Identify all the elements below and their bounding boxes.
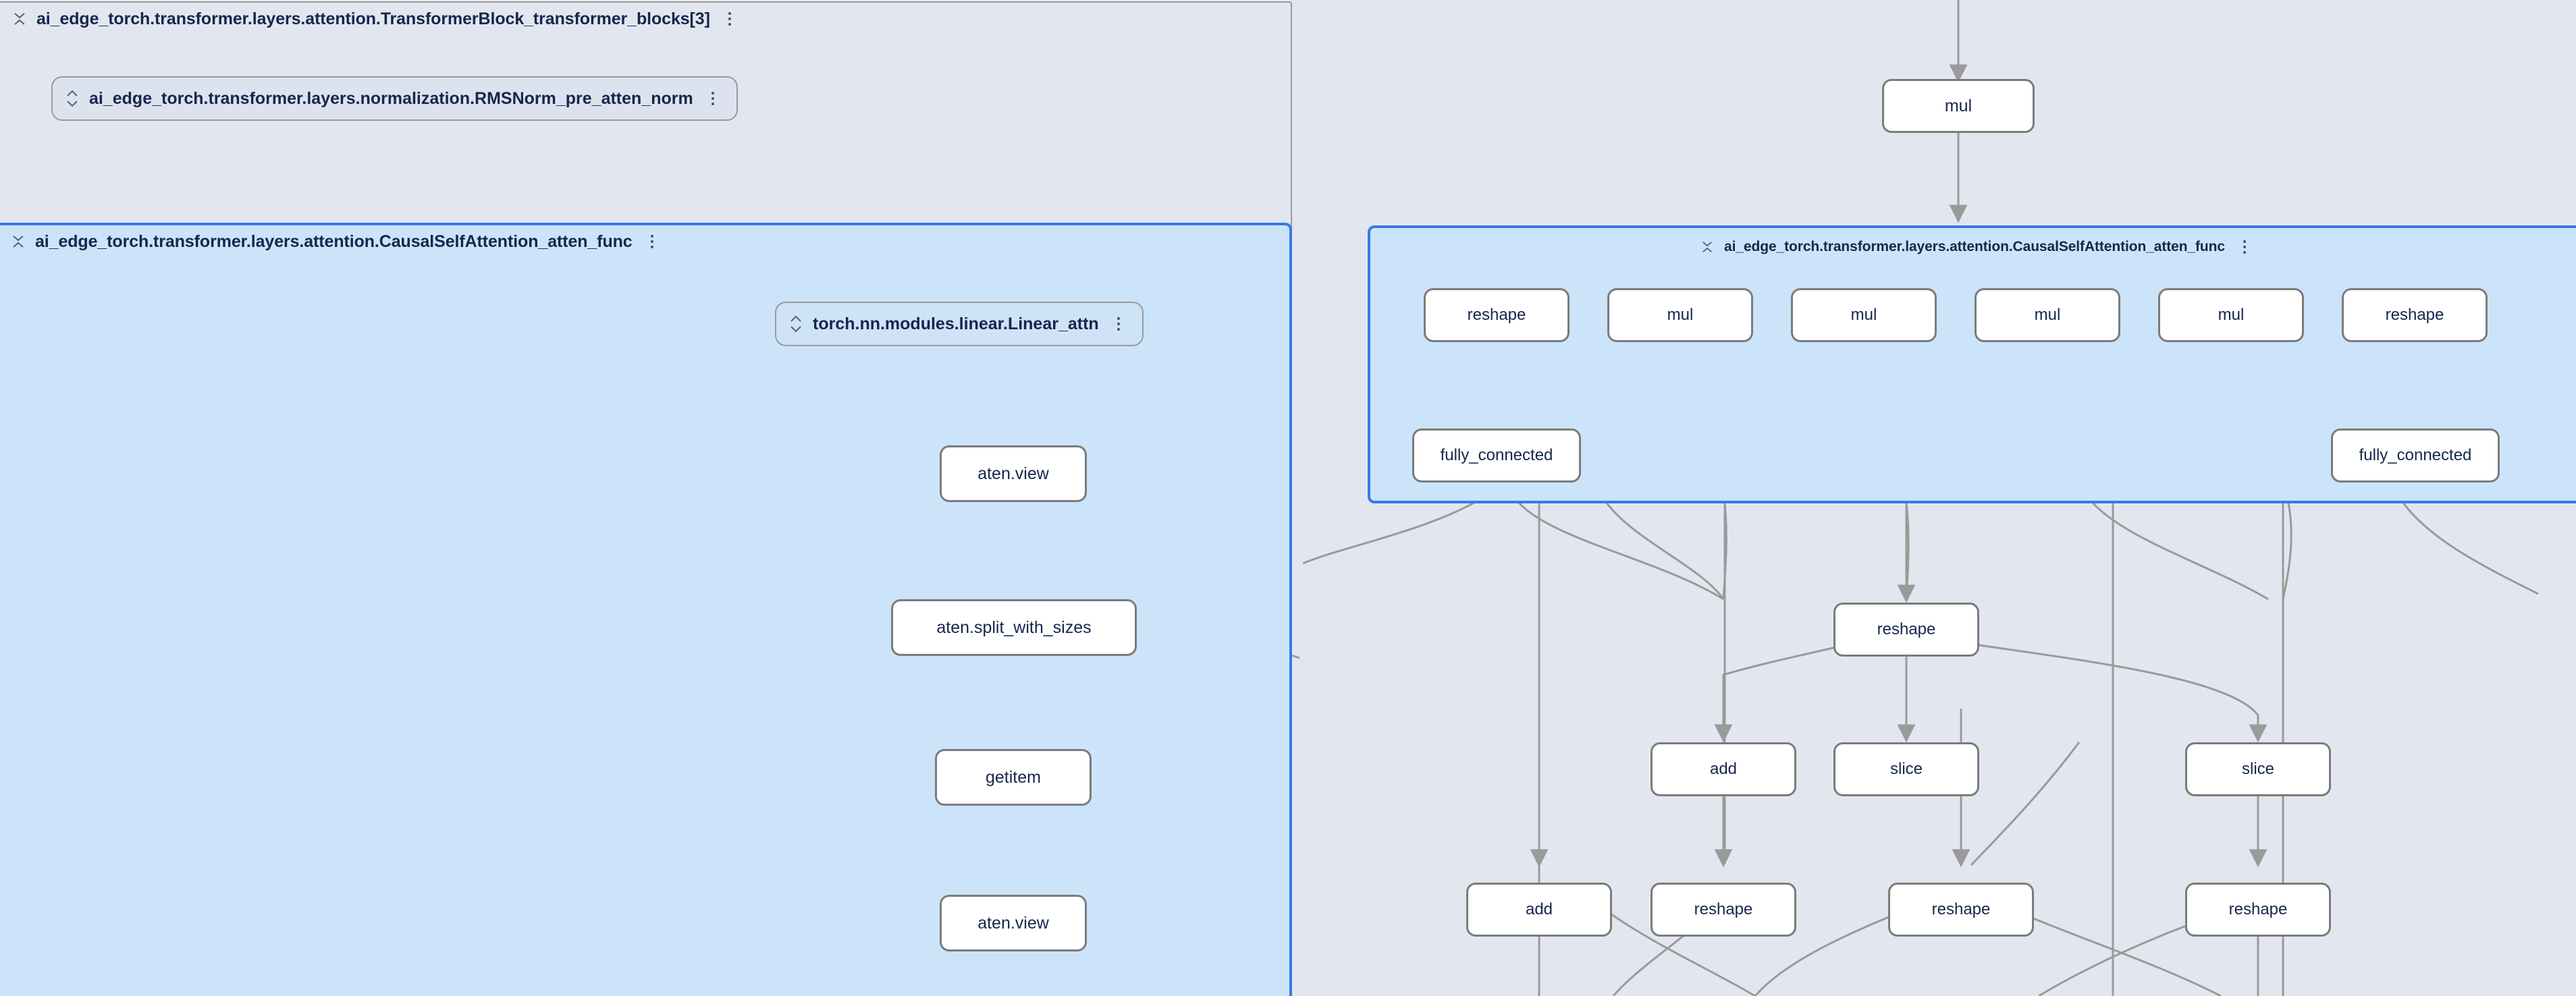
module-rmsnorm-pre-atten-norm[interactable]: ai_edge_torch.transformer.layers.normali…	[51, 76, 738, 121]
node-add-1[interactable]: add	[1651, 742, 1796, 796]
node-label: reshape	[1877, 620, 1936, 638]
node-label: slice	[1889, 760, 1923, 778]
node-add-2[interactable]: add	[1466, 883, 1612, 937]
node-label: mul	[1944, 96, 1973, 115]
node-aten-view-1[interactable]: aten.view	[940, 445, 1087, 502]
node-slice-2[interactable]: slice	[2185, 742, 2331, 796]
module-rmsnorm-label: ai_edge_torch.transformer.layers.normali…	[89, 88, 693, 108]
node-mul-top[interactable]: mul	[1882, 79, 2035, 133]
node-label: reshape	[1694, 900, 1753, 918]
more-vertical-icon[interactable]	[721, 9, 739, 29]
node-label: fully_connected	[2359, 446, 2472, 464]
node-label: slice	[2241, 760, 2274, 778]
expand-vertical-icon[interactable]	[788, 314, 803, 334]
node-aten-split-with-sizes[interactable]: aten.split_with_sizes	[891, 599, 1137, 656]
node-label: fully_connected	[1440, 446, 1553, 464]
node-label: reshape	[2385, 306, 2444, 324]
node-reshape-b1[interactable]: reshape	[1651, 883, 1796, 937]
node-label: getitem	[986, 767, 1041, 787]
collapse-vertical-icon[interactable]	[12, 9, 27, 29]
node-label: mul	[1667, 306, 1694, 324]
node-aten-view-2[interactable]: aten.view	[940, 895, 1087, 951]
node-label: aten.view	[977, 913, 1049, 933]
node-label: reshape	[1467, 306, 1526, 324]
node-label: add	[1525, 900, 1553, 918]
more-vertical-icon[interactable]	[2236, 237, 2253, 257]
node-label: reshape	[1931, 900, 1991, 918]
group-transformer-block-title: ai_edge_torch.transformer.layers.attenti…	[36, 9, 710, 28]
node-mul-r3[interactable]: mul	[1975, 288, 2120, 342]
node-mul-r4[interactable]: mul	[2158, 288, 2304, 342]
node-reshape-mid[interactable]: reshape	[1833, 603, 1979, 657]
node-mul-r2[interactable]: mul	[1791, 288, 1937, 342]
group-attention-right-header[interactable]: ai_edge_torch.transformer.layers.attenti…	[1700, 231, 2253, 263]
module-linear-attn-label: torch.nn.modules.linear.Linear_attn	[813, 314, 1099, 333]
group-attention-left-header[interactable]: ai_edge_torch.transformer.layers.attenti…	[0, 225, 661, 258]
node-fully-connected-2[interactable]: fully_connected	[2331, 428, 2500, 482]
group-attention-left-title: ai_edge_torch.transformer.layers.attenti…	[35, 231, 633, 251]
node-label: mul	[2218, 306, 2245, 324]
node-slice-1[interactable]: slice	[1833, 742, 1979, 796]
node-reshape-b2[interactable]: reshape	[1888, 883, 2034, 937]
group-transformer-block-header[interactable]: ai_edge_torch.transformer.layers.attenti…	[0, 3, 739, 35]
node-label: aten.split_with_sizes	[936, 617, 1092, 637]
node-label: add	[1709, 760, 1738, 778]
group-attention-right-title: ai_edge_torch.transformer.layers.attenti…	[1724, 239, 2225, 254]
node-reshape-r1[interactable]: reshape	[1424, 288, 1569, 342]
node-reshape-b3[interactable]: reshape	[2185, 883, 2331, 937]
node-reshape-r2[interactable]: reshape	[2342, 288, 2488, 342]
collapse-vertical-icon[interactable]	[11, 231, 26, 252]
node-label: mul	[2034, 306, 2061, 324]
node-label: mul	[1850, 306, 1877, 324]
more-vertical-icon[interactable]	[1110, 314, 1127, 334]
node-label: aten.view	[977, 464, 1049, 483]
node-mul-r1[interactable]: mul	[1607, 288, 1753, 342]
node-label: reshape	[2228, 900, 2288, 918]
node-getitem[interactable]: getitem	[935, 749, 1092, 806]
expand-vertical-icon[interactable]	[65, 88, 80, 109]
module-linear-attn[interactable]: torch.nn.modules.linear.Linear_attn	[775, 302, 1144, 346]
more-vertical-icon[interactable]	[643, 231, 661, 252]
more-vertical-icon[interactable]	[704, 88, 722, 109]
collapse-vertical-icon[interactable]	[1700, 237, 1715, 257]
node-fully-connected-1[interactable]: fully_connected	[1412, 428, 1581, 482]
